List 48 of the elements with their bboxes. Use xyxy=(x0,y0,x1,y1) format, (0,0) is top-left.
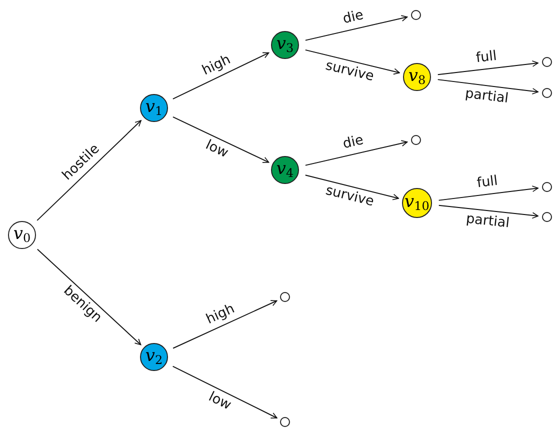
state-circle xyxy=(403,63,431,91)
state-circle xyxy=(271,156,299,184)
arrow xyxy=(172,116,270,163)
node-label: v$_{3}$ xyxy=(276,36,294,54)
leaf-circle xyxy=(280,417,290,427)
node-label: v$_{0}$ xyxy=(13,226,31,244)
edge-label: survive xyxy=(324,184,375,210)
state-circle xyxy=(8,221,36,249)
edge-label: full xyxy=(476,175,498,191)
edge-label: partial xyxy=(464,87,510,106)
arrow xyxy=(36,248,142,346)
edge-label: survive xyxy=(324,59,376,84)
arrow xyxy=(172,52,270,100)
arrow xyxy=(437,60,539,76)
arrow xyxy=(172,366,278,418)
arrow xyxy=(438,204,539,219)
arrow xyxy=(304,49,400,75)
edge-label: full xyxy=(475,50,498,66)
node-label: v$_{1}$ xyxy=(145,99,163,117)
leaf-circle xyxy=(411,135,421,145)
arrow xyxy=(304,174,400,200)
leaf-circle xyxy=(280,292,290,302)
edge-label: high xyxy=(200,53,232,78)
arrow xyxy=(438,186,539,201)
node-label: v$_{2}$ xyxy=(145,348,163,366)
state-circle xyxy=(140,94,168,122)
leaf-circle xyxy=(411,10,421,20)
leaf-circle xyxy=(542,212,552,222)
edge-label: partial xyxy=(465,212,510,230)
leaf-circle xyxy=(542,88,552,98)
edge-label: low xyxy=(202,138,230,160)
node-label: v$_{10}$ xyxy=(404,194,430,212)
arrow xyxy=(437,79,539,94)
state-circle xyxy=(402,188,432,218)
leaf-circle xyxy=(542,182,552,192)
arrow xyxy=(304,15,408,41)
leaf-circle xyxy=(542,57,552,67)
state-circle xyxy=(271,31,299,59)
edge-label: die xyxy=(342,134,366,152)
arrow xyxy=(36,120,142,221)
edge-label: high xyxy=(204,302,237,327)
edge-label: die xyxy=(342,8,366,27)
arrow xyxy=(304,140,408,166)
state-circle xyxy=(140,343,168,371)
node-label: v$_{4}$ xyxy=(276,161,294,179)
node-label: v$_{8}$ xyxy=(408,68,426,86)
edge-label: low xyxy=(206,390,234,413)
arrow xyxy=(172,300,278,349)
